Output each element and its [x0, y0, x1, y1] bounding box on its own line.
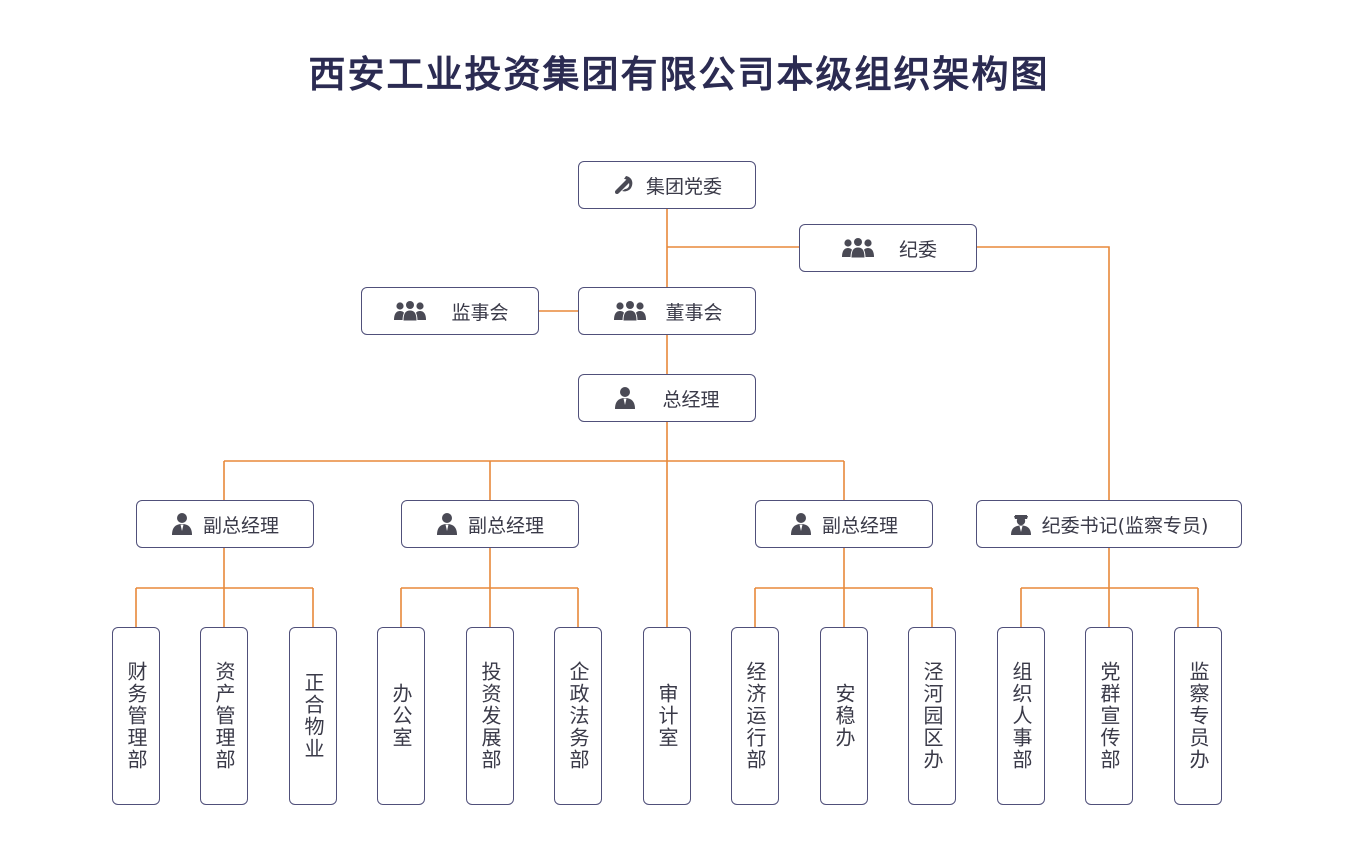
dept-personnel-box[interactable]: 组织人事部	[997, 627, 1045, 805]
dept-label: 安稳办	[832, 683, 856, 749]
person-icon	[171, 512, 193, 536]
deputy-manager-box-2[interactable]: 副总经理	[401, 500, 579, 548]
dept-label: 经济运行部	[743, 661, 767, 771]
supervisory-board-box[interactable]: 监事会	[361, 287, 539, 335]
connector-deputy3-depts	[754, 548, 933, 627]
supervisory-board-label: 监事会	[451, 301, 509, 324]
dept-label: 正合物业	[301, 672, 325, 760]
party-emblem-icon	[612, 173, 636, 197]
dept-asset-box[interactable]: 资产管理部	[200, 627, 248, 805]
officer-icon	[1010, 512, 1032, 536]
discipline-committee-label: 纪委	[898, 238, 937, 261]
discipline-committee-box[interactable]: 纪委	[799, 224, 977, 272]
dept-investment-box[interactable]: 投资发展部	[466, 627, 514, 805]
general-manager-box[interactable]: 总经理	[578, 374, 756, 422]
group-icon	[391, 301, 429, 321]
deputy-manager-box-1[interactable]: 副总经理	[136, 500, 314, 548]
party-committee-label: 集团党委	[645, 175, 722, 198]
dept-finance-box[interactable]: 财务管理部	[112, 627, 160, 805]
dept-property-box[interactable]: 正合物业	[289, 627, 337, 805]
dept-label: 投资发展部	[478, 661, 502, 771]
dept-label: 财务管理部	[124, 661, 148, 771]
dept-office-box[interactable]: 办公室	[377, 627, 425, 805]
dept-legal-box[interactable]: 企政法务部	[554, 627, 602, 805]
deputy-manager-label: 副总经理	[821, 514, 898, 537]
dept-party-publicity-box[interactable]: 党群宣传部	[1085, 627, 1133, 805]
connector-secretary-depts	[1020, 548, 1199, 627]
deputy-manager-label: 副总经理	[467, 514, 544, 537]
group-icon	[611, 301, 649, 321]
dept-audit-box[interactable]: 审计室	[643, 627, 691, 805]
dept-label: 组织人事部	[1009, 661, 1033, 771]
party-committee-box[interactable]: 集团党委	[578, 161, 756, 209]
person-icon	[790, 512, 812, 536]
dept-label: 办公室	[389, 683, 413, 749]
person-icon	[436, 512, 458, 536]
page-title: 西安工业投资集团有限公司本级组织架构图	[308, 53, 1050, 96]
discipline-secretary-label: 纪委书记(监察专员)	[1041, 514, 1209, 537]
dept-supervision-box[interactable]: 监察专员办	[1174, 627, 1222, 805]
dept-label: 监察专员办	[1186, 661, 1210, 771]
dept-label: 泾河园区办	[920, 661, 944, 771]
dept-label: 企政法务部	[566, 661, 590, 771]
dept-safety-box[interactable]: 安稳办	[820, 627, 868, 805]
discipline-secretary-box[interactable]: 纪委书记(监察专员)	[976, 500, 1242, 548]
connector-deputy1-depts	[135, 548, 314, 627]
dept-park-box[interactable]: 泾河园区办	[908, 627, 956, 805]
group-icon	[839, 238, 877, 258]
connector-deputy2-depts	[400, 548, 579, 627]
deputy-manager-box-3[interactable]: 副总经理	[755, 500, 933, 548]
dept-label: 审计室	[655, 683, 679, 749]
connector-discipline-secretary	[976, 246, 1110, 500]
board-of-directors-box[interactable]: 董事会	[578, 287, 756, 335]
dept-operations-box[interactable]: 经济运行部	[731, 627, 779, 805]
person-icon	[614, 386, 636, 410]
board-of-directors-label: 董事会	[665, 301, 723, 324]
dept-label: 党群宣传部	[1097, 661, 1121, 771]
general-manager-label: 总经理	[662, 388, 720, 411]
deputy-manager-label: 副总经理	[202, 514, 279, 537]
dept-label: 资产管理部	[212, 661, 236, 771]
